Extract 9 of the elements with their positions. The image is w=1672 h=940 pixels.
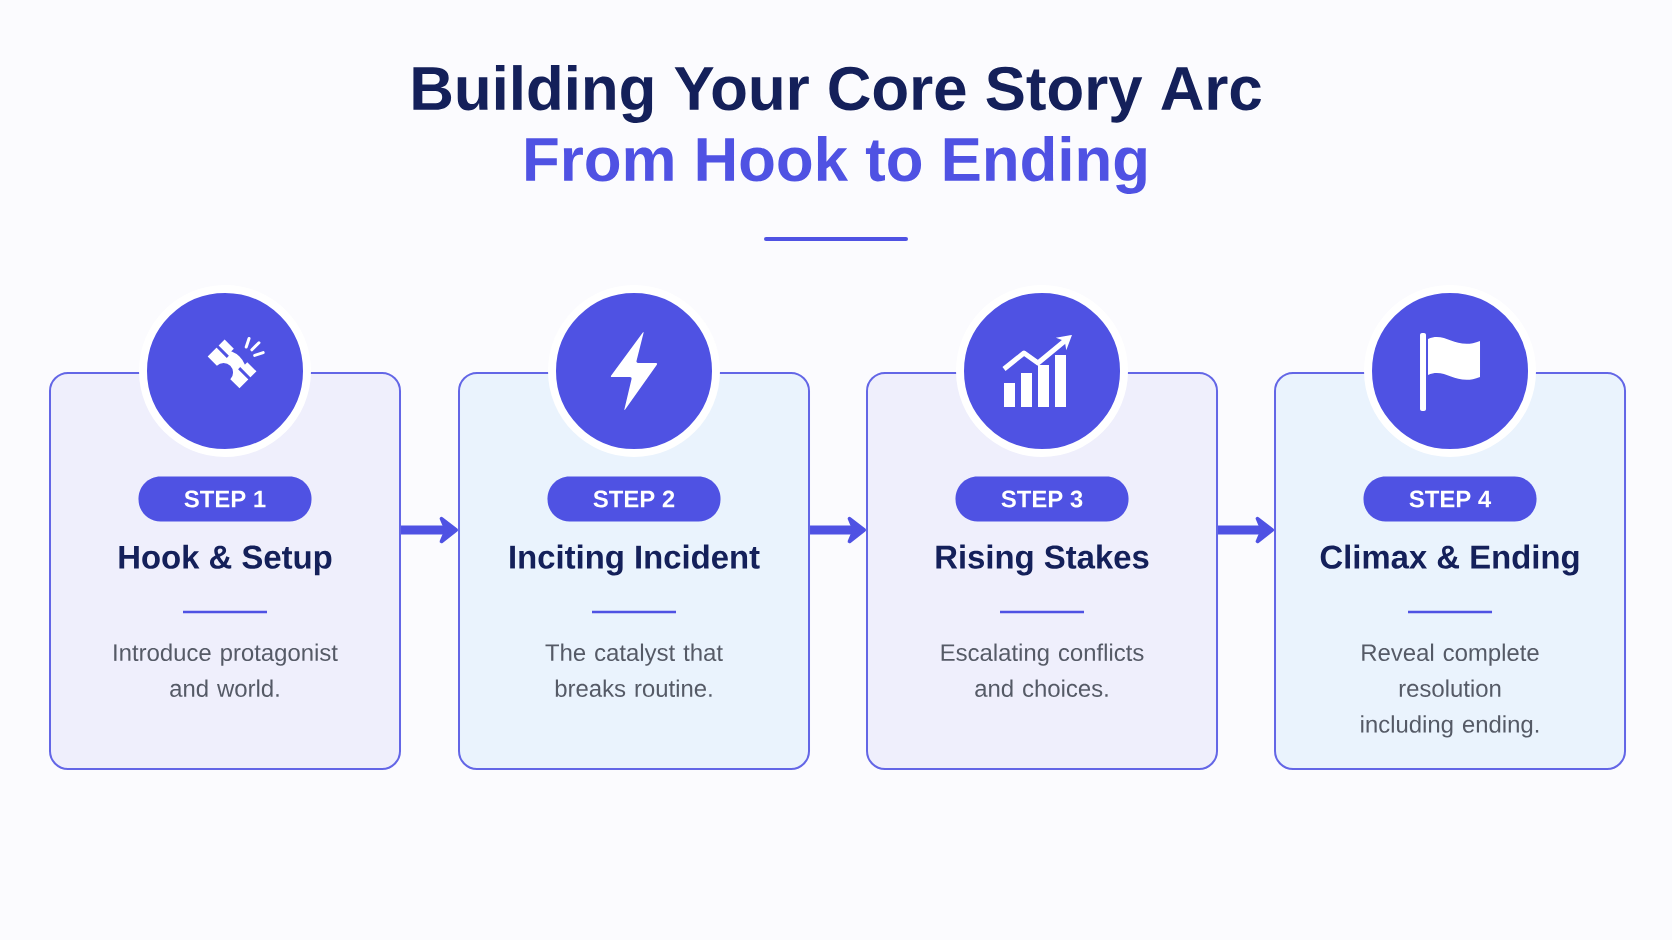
arrow xyxy=(401,516,458,544)
title: Building Your Core Story Arc xyxy=(413,65,1261,123)
step-card: STEP 1 Hook & Setup Introduce protagonist and world. xyxy=(49,285,401,770)
arrow xyxy=(810,516,866,544)
arrow xyxy=(1218,516,1274,544)
subtitle: From Hook to Ending xyxy=(526,136,1146,194)
step-card: STEP 2 Inciting Incident The catalyst that breaks routine. xyxy=(458,285,810,770)
step-card: STEP 3 Rising Stakes Escalating conflicts and choices. xyxy=(866,285,1218,770)
step-card: STEP 4 Climax & Ending Reveal complete resolution including ending. xyxy=(1274,285,1626,770)
